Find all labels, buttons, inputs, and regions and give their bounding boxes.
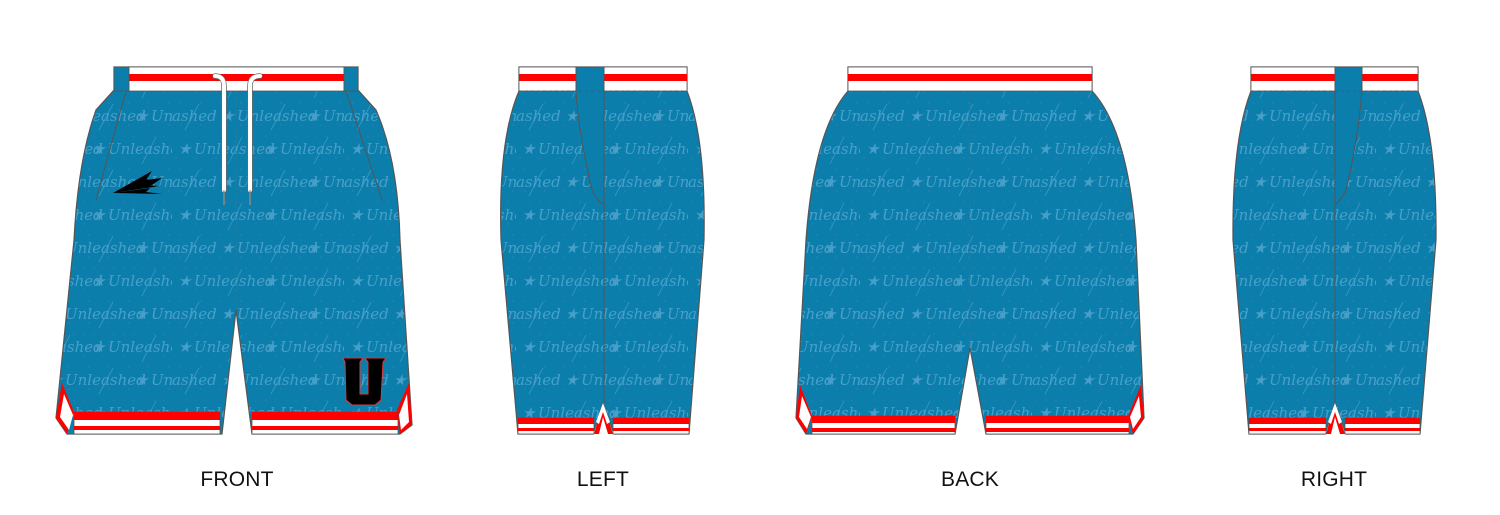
drawstrings — [212, 73, 263, 205]
left-pocket-seam — [95, 90, 127, 201]
view-label-right: RIGHT — [1300, 468, 1368, 491]
left-leg-trim — [56, 383, 221, 435]
right-pocket-seam — [345, 90, 383, 201]
triple-arrow-logo-icon — [113, 171, 162, 194]
front-shorts-illustration — [55, 66, 413, 435]
right-leg-trim — [251, 383, 412, 435]
view-label-front: FRONT — [200, 468, 274, 491]
front-view: FRONT — [0, 0, 480, 515]
view-label-left: LEFT — [576, 468, 630, 491]
u-letter-patch — [342, 357, 387, 406]
view-label-back: BACK — [941, 468, 999, 491]
